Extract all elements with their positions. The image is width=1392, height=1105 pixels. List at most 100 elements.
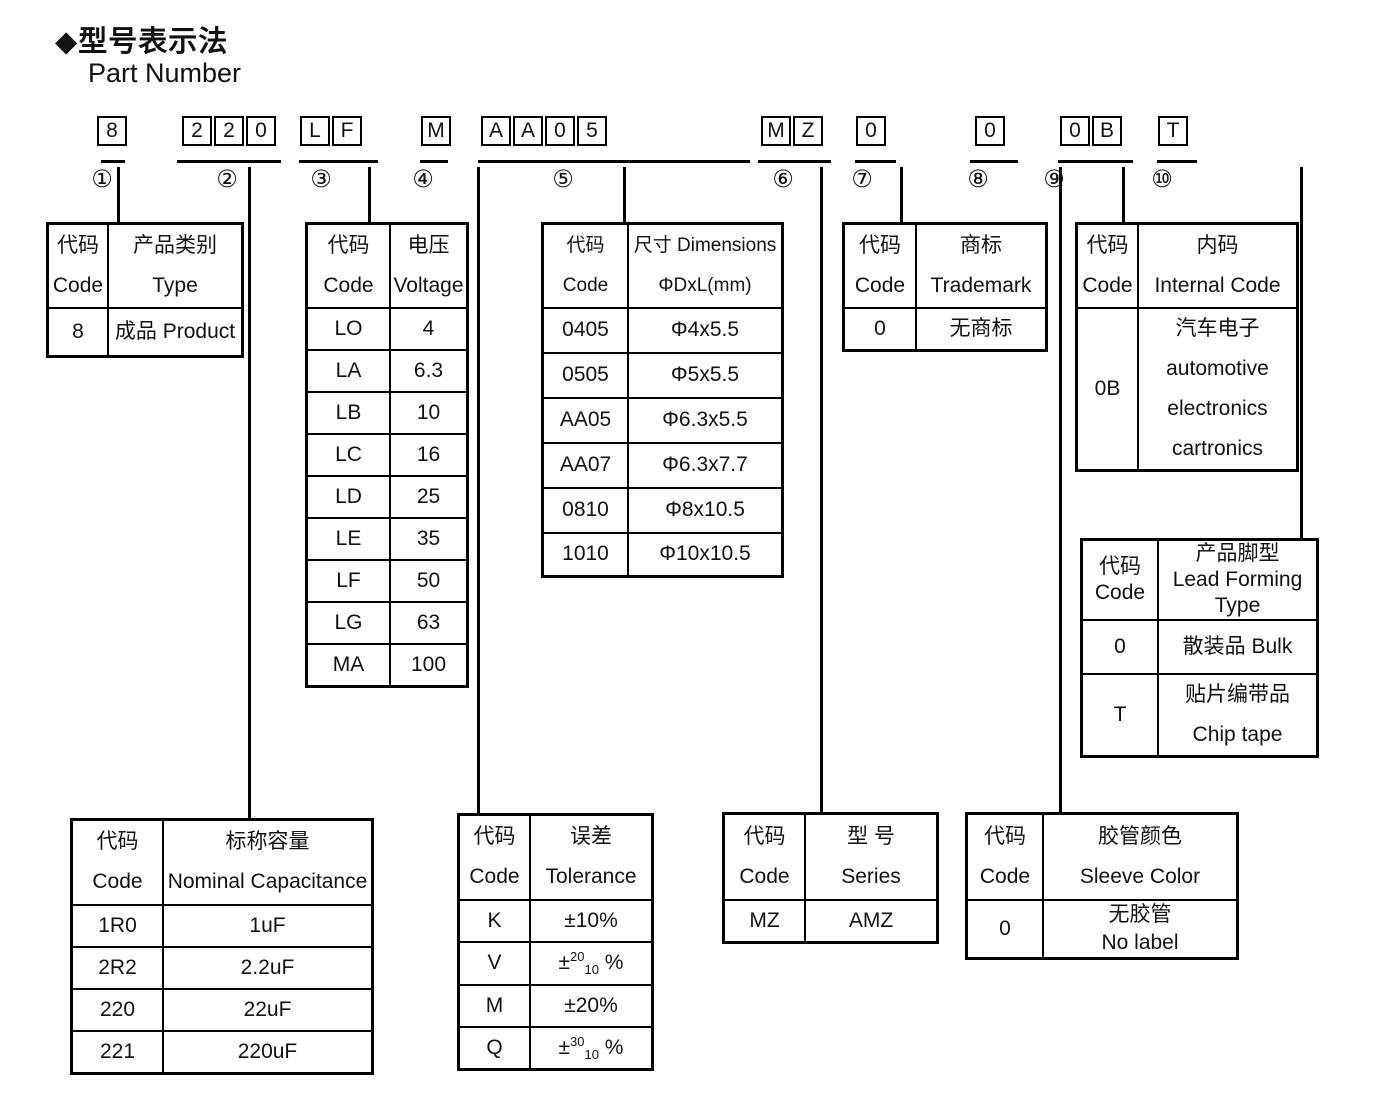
part-char-box: F (332, 116, 362, 146)
group-underline (478, 160, 750, 163)
lead-forming-header-cell: 产品脚型 Lead Forming Type (1157, 538, 1319, 621)
internal-code-header-cell: 代码 Code (1075, 222, 1139, 309)
group-index-number: ⑨ (1043, 166, 1065, 193)
group-underline (758, 160, 831, 163)
part-char-box: 0 (975, 116, 1005, 146)
group-underline (970, 160, 1018, 163)
tolerance-row: K±10% (457, 898, 654, 943)
part-char-box: 0 (246, 116, 276, 146)
group-index-number: ⑧ (967, 166, 989, 193)
voltage-header-cell: 电压 Voltage (389, 222, 469, 309)
group-index-number: ④ (412, 166, 434, 193)
voltage-cell: 100 (389, 642, 469, 687)
dimensions-cell: 1010 (541, 531, 629, 578)
internal-code-cell: 0B (1075, 306, 1139, 471)
group-underline (420, 160, 448, 163)
series-cell: MZ (722, 898, 806, 943)
series-header-cell: 型 号 Series (804, 812, 939, 901)
tolerance-row: Q±3010 % (457, 1025, 654, 1071)
voltage-cell: LA (305, 348, 391, 393)
tolerance-header-cell: 代码 Code (457, 813, 531, 901)
lead-forming-header-cell: 代码 Code (1080, 538, 1159, 621)
connector-line (820, 167, 823, 812)
group-index-number: ⑦ (851, 166, 873, 193)
nominal-capacitance-cell: 1R0 (70, 903, 164, 948)
nominal-capacitance-cell: 2.2uF (162, 945, 374, 990)
part-char-box: 5 (577, 116, 607, 146)
connector-line (477, 167, 480, 813)
nominal-capacitance-cell: 220uF (162, 1029, 374, 1074)
group-index-number: ⑥ (772, 166, 794, 193)
voltage-cell: LD (305, 474, 391, 519)
group-underline (299, 160, 378, 163)
dimensions-cell: AA07 (541, 441, 629, 489)
sleeve-color-header-cell: 代码 Code (965, 812, 1044, 901)
group-underline (1157, 160, 1197, 163)
part-char-box: 8 (97, 116, 127, 146)
connector-line (623, 167, 626, 222)
dimensions-cell: Φ6.3x7.7 (627, 441, 784, 489)
product-type-cell: 8 (46, 306, 109, 358)
group-index-number: ② (216, 166, 238, 193)
voltage-cell: MA (305, 642, 391, 687)
tolerance-cell: ±10% (529, 898, 654, 943)
voltage-cell: 6.3 (389, 348, 469, 393)
voltage-cell: LO (305, 306, 391, 351)
trademark-cell: 0 (842, 306, 917, 351)
part-char-box: M (761, 116, 791, 146)
voltage-cell: LB (305, 390, 391, 435)
part-char-box: Z (793, 116, 823, 146)
connector-line (248, 167, 251, 818)
product-type-cell: 成品 Product (107, 306, 244, 358)
dimensions-cell: 0505 (541, 351, 629, 399)
internal-code-header-cell: 内码 Internal Code (1137, 222, 1299, 309)
voltage-cell: 16 (389, 432, 469, 477)
dimensions-cell: Φ4x5.5 (627, 306, 784, 354)
trademark-header-cell: 代码 Code (842, 222, 917, 309)
voltage-cell: 50 (389, 558, 469, 603)
lead-forming-cell: 贴片编带品 Chip tape (1157, 673, 1319, 758)
tolerance-cell: ±3010 % (529, 1025, 654, 1071)
voltage-cell: 63 (389, 600, 469, 645)
product-type-header-cell: 代码 Code (46, 222, 109, 309)
nominal-capacitance-cell: 1uF (162, 903, 374, 948)
part-char-box: 0 (856, 116, 886, 146)
tolerance-cell: ±20% (529, 983, 654, 1028)
tolerance-cell: M (457, 983, 531, 1028)
internal-code-cell: 汽车电子 automotive electronics cartronics (1137, 306, 1299, 471)
series-cell: AMZ (804, 898, 939, 943)
group-index-number: ⑩ (1151, 166, 1173, 193)
group-index-number: ③ (310, 166, 332, 193)
dimensions-cell: 0405 (541, 306, 629, 354)
tolerance-cell: V (457, 940, 531, 986)
voltage-cell: 10 (389, 390, 469, 435)
dimensions-cell: Φ6.3x5.5 (627, 396, 784, 444)
part-char-box: 2 (182, 116, 212, 146)
part-char-box: 0 (545, 116, 575, 146)
